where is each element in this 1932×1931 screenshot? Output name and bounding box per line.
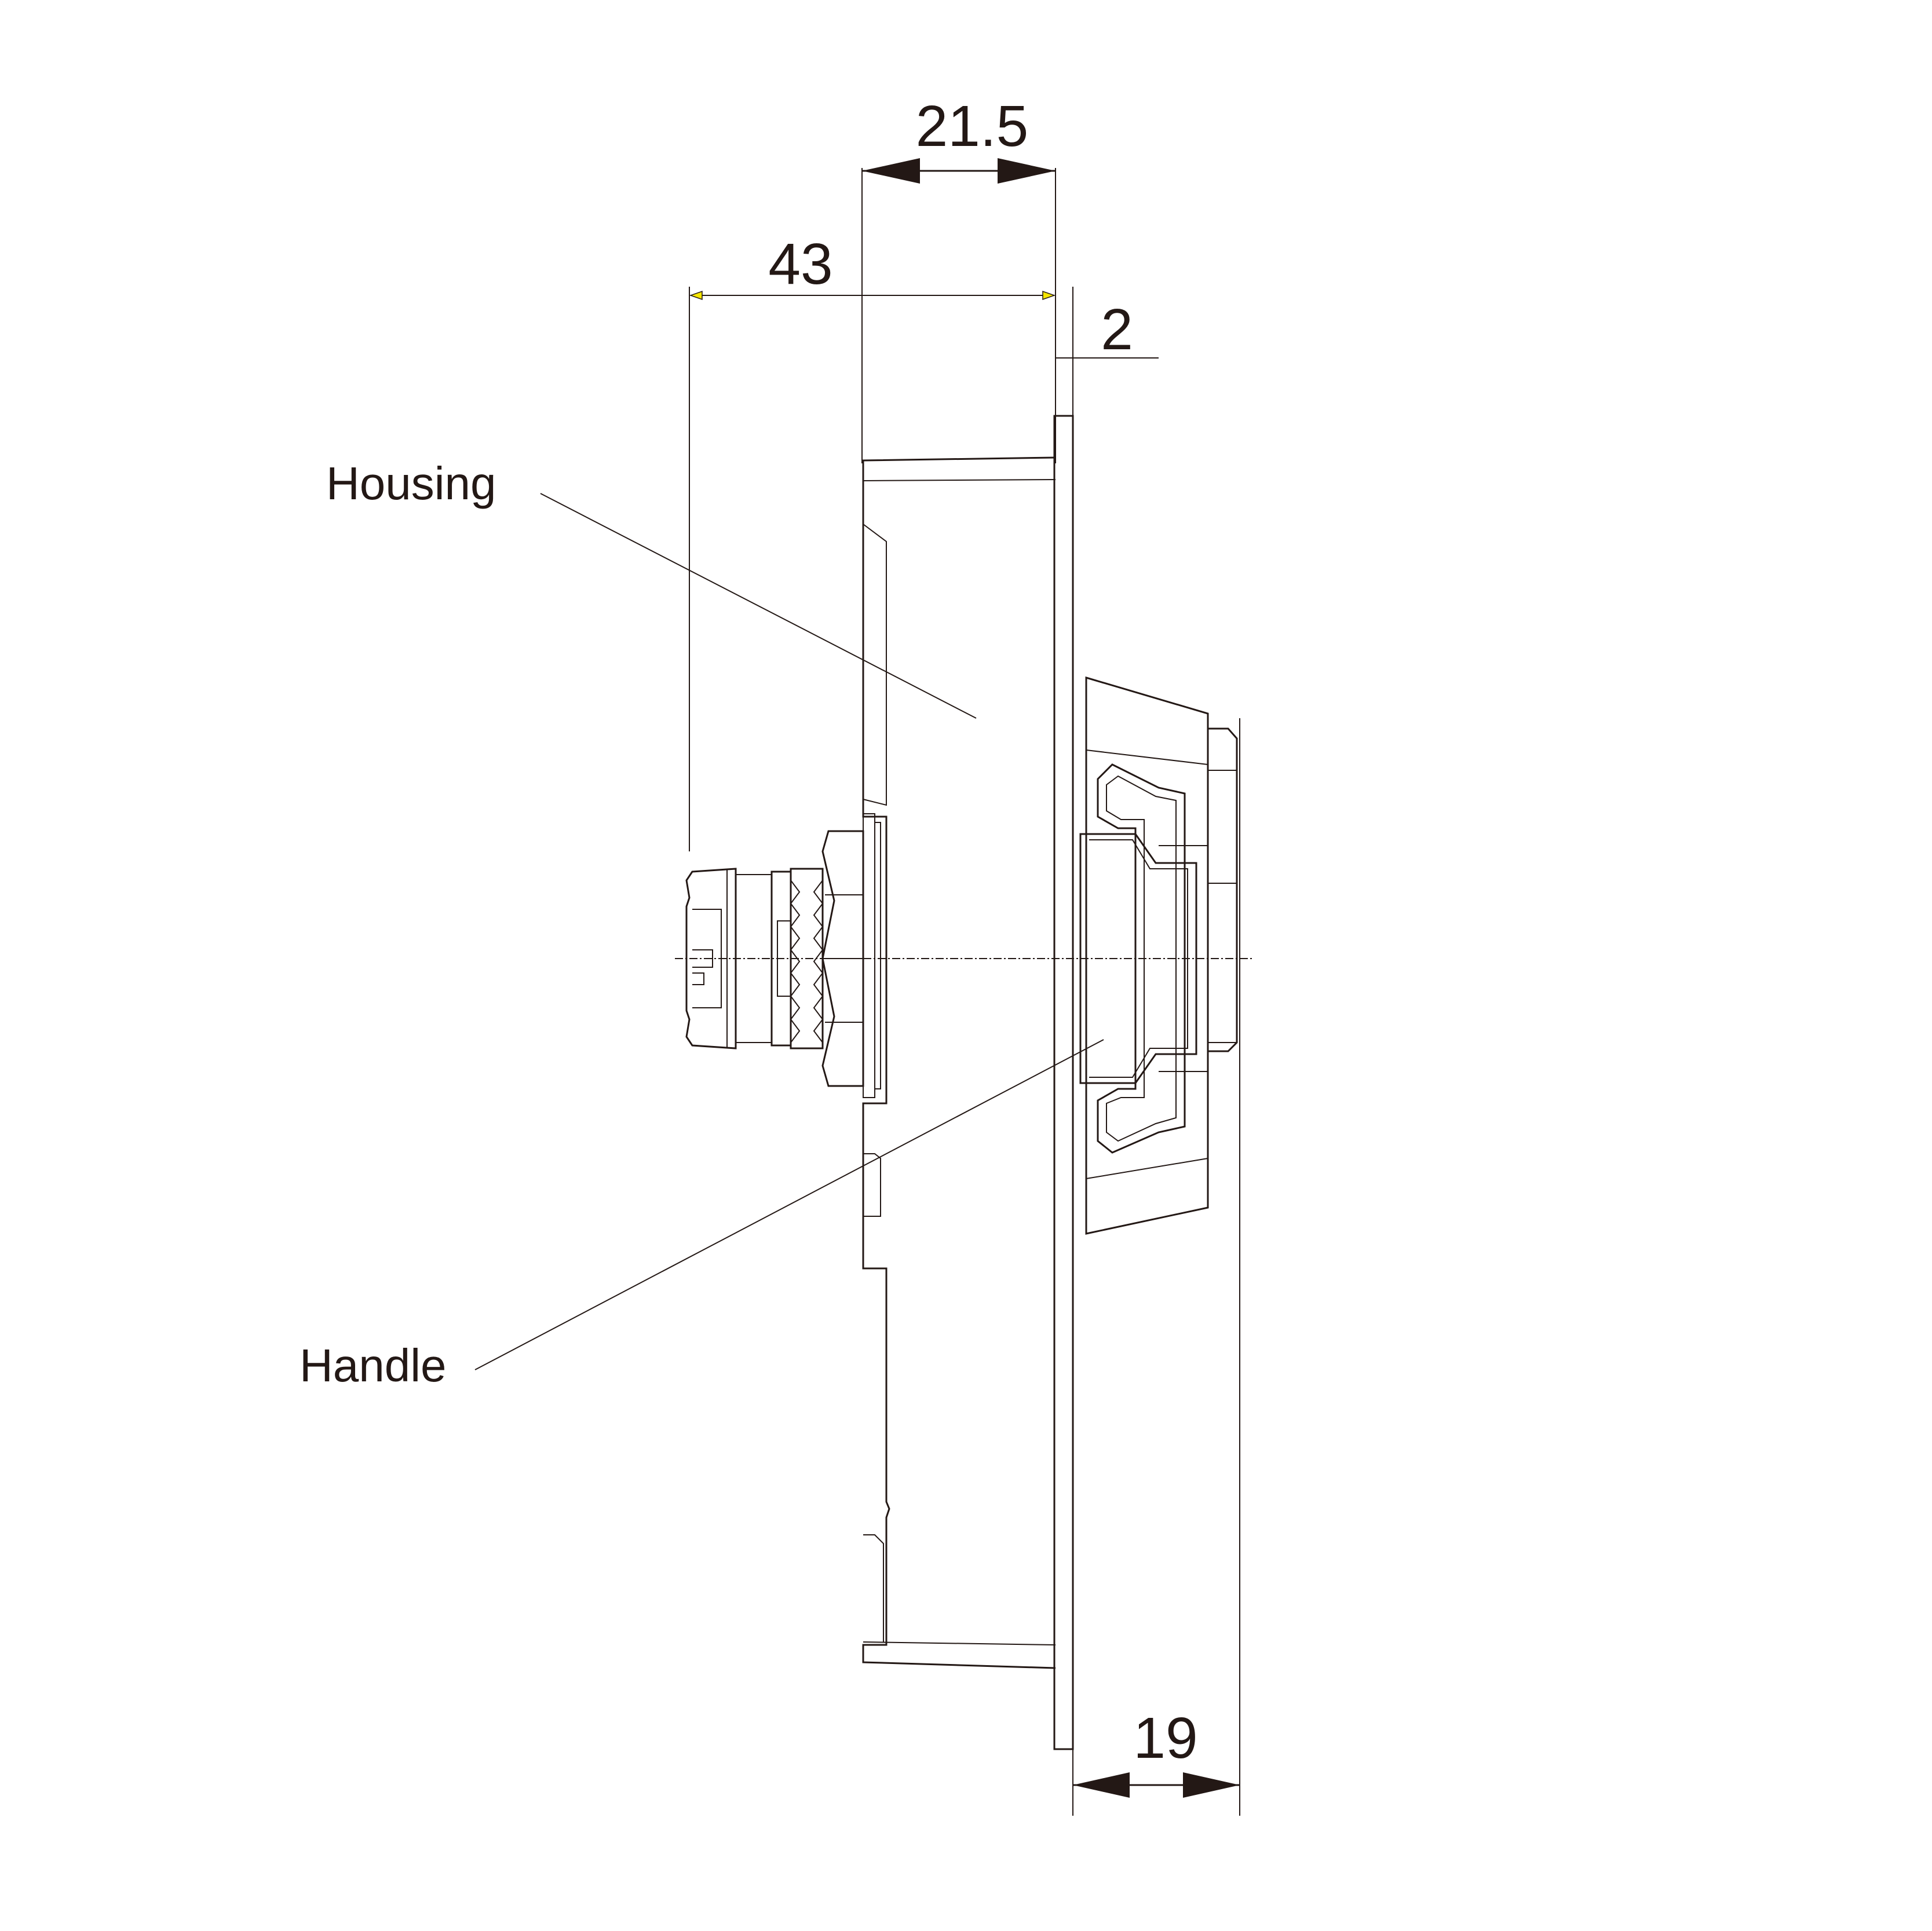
dimension-label-overall-depth: 43 (768, 232, 832, 297)
leader-line-handle (474, 1039, 1104, 1370)
collar-slot (777, 920, 791, 997)
plate-body (1053, 415, 1074, 1750)
housing-lower-recess (863, 1534, 884, 1642)
cylinder-shank (735, 874, 772, 1043)
arrowhead-right (998, 158, 1056, 184)
arrowhead-left (1073, 1772, 1130, 1798)
bezel-outer (1085, 676, 1209, 1235)
housing (862, 456, 1056, 1669)
head-face (692, 909, 722, 1008)
key-slot (692, 949, 713, 968)
handle-lever (1079, 833, 1197, 1084)
arrowhead-right (1183, 1772, 1240, 1798)
arrowhead-left (689, 290, 703, 301)
callout-label-housing: Housing (326, 458, 496, 509)
handle (1079, 676, 1238, 1235)
dimension-label-plate-thickness: 2 (1101, 297, 1133, 362)
callout-housing: Housing (326, 458, 977, 719)
arrowhead-left (862, 158, 920, 184)
housing-outline (862, 456, 1056, 1669)
thread-profile-right (813, 880, 824, 1043)
dimension-plate-thickness: 2 (1056, 287, 1159, 417)
callout-handle: Handle (300, 1039, 1104, 1391)
handle-grip (1097, 763, 1186, 1154)
bezel-inner-edge (1086, 749, 1208, 1179)
mounting-plate (1053, 415, 1074, 1750)
dimension-overall-depth: 43 (689, 232, 1056, 851)
dimension-label-housing-depth: 21.5 (916, 94, 1029, 159)
thread-profile-left (790, 880, 801, 1043)
leader-line-housing (540, 493, 977, 719)
nut-washer (863, 813, 875, 1098)
callout-label-handle: Handle (300, 1340, 447, 1391)
housing-clip-tab (863, 1153, 881, 1217)
housing-upper-recess (863, 524, 887, 806)
arrowhead-right (1042, 290, 1056, 301)
housing-top-edge (863, 479, 1056, 481)
handle-grip-inner (1106, 775, 1177, 1142)
housing-bottom-edge (863, 1641, 1056, 1645)
dimension-label-handle-projection: 19 (1133, 1706, 1197, 1771)
dimension-handle-projection: 19 (1072, 718, 1240, 1816)
handle-lever-inner (1089, 839, 1188, 1078)
handle-cap (1208, 727, 1238, 1052)
key-slot-tip (692, 972, 704, 985)
nut-gasket (874, 822, 881, 1089)
dimension-housing-depth: 21.5 (861, 94, 1056, 463)
lock-cylinder (685, 813, 881, 1098)
